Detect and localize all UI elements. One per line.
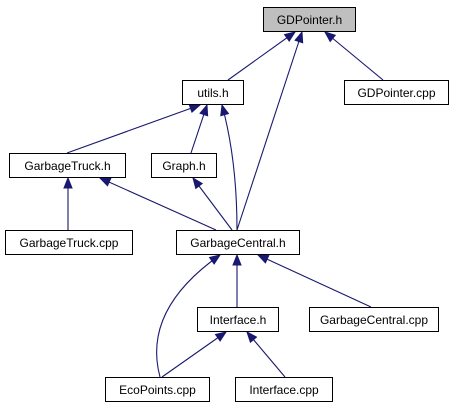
node-label: EcoPoints.cpp: [119, 383, 196, 397]
node-gdpointer-h[interactable]: GDPointer.h: [263, 7, 356, 32]
edge-line: [66, 104, 201, 154]
edge-line: [221, 104, 238, 231]
edge-ecopoints-cpp-to-garbagecentral-h: [156, 254, 222, 378]
arrow-head-icon: [246, 330, 258, 344]
arrow-head-icon: [294, 30, 304, 44]
edge-garbagecentral-cpp-to-garbagecentral-h: [256, 254, 372, 308]
node-box: [235, 377, 333, 402]
edges-layer: [63, 30, 384, 378]
arrow-head-icon: [220, 103, 230, 117]
node-box: [151, 153, 217, 178]
edge-line: [156, 254, 221, 378]
arrow-head-icon: [214, 331, 228, 342]
node-interface-h[interactable]: Interface.h: [197, 307, 279, 332]
arrow-head-icon: [232, 253, 242, 266]
node-label: Graph.h: [162, 159, 205, 173]
arrow-head-icon: [63, 176, 73, 189]
node-box: [9, 153, 126, 178]
arrow-head-icon: [98, 177, 112, 187]
arrow-head-icon: [208, 254, 222, 265]
edge-garbagetruck-h-to-utils-h: [66, 104, 202, 154]
edge-line: [227, 31, 296, 81]
node-box: [309, 307, 439, 332]
node-box: [176, 230, 300, 255]
edge-line: [99, 177, 217, 231]
arrow-head-icon: [188, 104, 202, 114]
edge-garbagecentral-h-to-utils-h: [220, 103, 238, 231]
node-label: Interface.cpp: [249, 383, 319, 397]
node-gdpointer-cpp[interactable]: GDPointer.cpp: [344, 80, 449, 105]
nodes-layer: GDPointer.h utils.h GDPointer.cppGarbageTr…: [5, 7, 449, 402]
node-garbagetruck-h[interactable]: GarbageTruck.h: [9, 153, 126, 178]
edge-ecopoints-cpp-to-interface-h: [161, 331, 228, 378]
arrow-head-icon: [199, 103, 209, 117]
edge-garbagecentral-h-to-gdpointer-h: [236, 30, 304, 231]
arrow-head-icon: [192, 176, 204, 190]
edge-garbagetruck-cpp-to-garbagetruck-h: [63, 176, 73, 230]
node-box: [5, 230, 133, 255]
node-garbagecentral-cpp[interactable]: GarbageCentral.cpp: [309, 307, 439, 332]
node-interface-cpp[interactable]: Interface.cpp: [235, 377, 333, 402]
node-box: [197, 307, 279, 332]
node-label: GarbageTruck.h: [24, 159, 110, 173]
node-utils-h[interactable]: utils.h: [182, 80, 244, 105]
node-label: Interface.h: [210, 313, 267, 327]
node-ecopoints-cpp[interactable]: EcoPoints.cpp: [105, 377, 210, 402]
edge-utils-h-to-gdpointer-h: [227, 31, 297, 81]
node-garbagecentral-h[interactable]: GarbageCentral.h: [176, 230, 300, 255]
node-label: GarbageCentral.cpp: [320, 313, 428, 327]
arrow-head-icon: [256, 254, 270, 264]
edge-interface-cpp-to-interface-h: [246, 330, 286, 378]
node-garbagetruck-cpp[interactable]: GarbageTruck.cpp: [5, 230, 133, 255]
edge-interface-h-to-garbagecentral-h: [232, 253, 242, 307]
node-label: GDPointer.h: [277, 13, 342, 27]
node-label: GDPointer.cpp: [357, 86, 435, 100]
edge-line: [324, 31, 384, 81]
edge-line: [236, 31, 303, 231]
node-label: GarbageCentral.h: [190, 236, 285, 250]
node-label: GarbageTruck.cpp: [20, 236, 119, 250]
node-graph-h[interactable]: Graph.h: [151, 153, 217, 178]
edge-garbagecentral-h-to-graph-h: [192, 176, 233, 231]
edge-line: [192, 177, 233, 231]
edge-line: [161, 331, 227, 378]
arrow-head-icon: [283, 31, 297, 42]
node-box: [182, 80, 244, 105]
edge-graph-h-to-utils-h: [190, 103, 209, 154]
edge-gdpointer-cpp-to-gdpointer-h: [323, 31, 384, 81]
edge-line: [257, 254, 372, 308]
edge-garbagecentral-h-to-garbagetruck-h: [98, 177, 217, 231]
node-box: [105, 377, 210, 402]
node-label: utils.h: [197, 86, 228, 100]
node-box: [344, 80, 449, 105]
arrow-head-icon: [323, 31, 337, 43]
node-box: [263, 7, 356, 32]
